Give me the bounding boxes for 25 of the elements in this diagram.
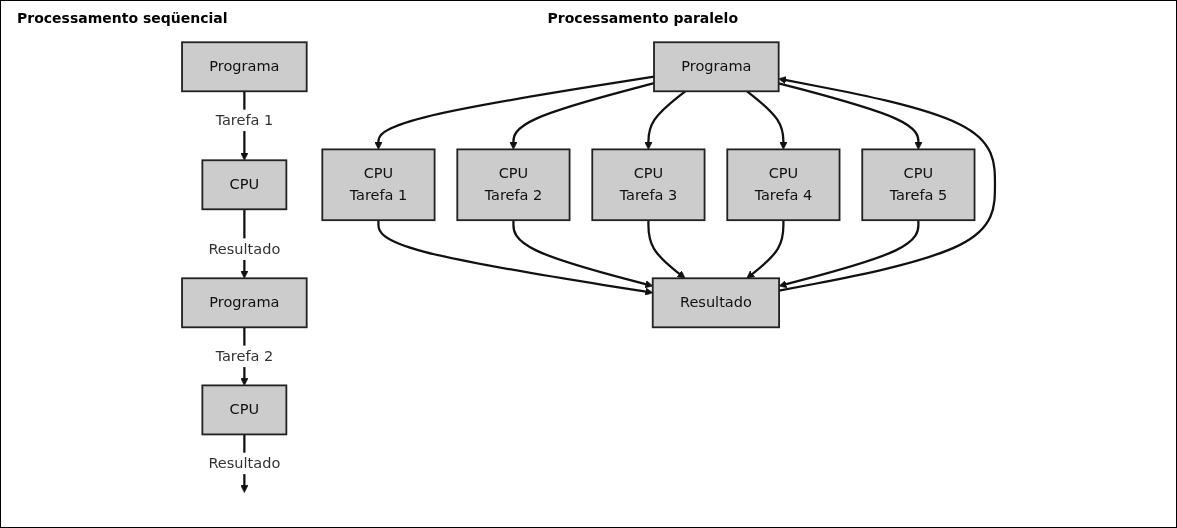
arrow (509, 82, 655, 150)
node-box: CPU Tarefa 4 (726, 148, 841, 222)
arrow (778, 82, 923, 150)
node-box: CPU Tarefa 5 (861, 148, 976, 222)
arrow (746, 220, 785, 279)
edge-label: Tarefa 1 (215, 111, 274, 129)
node-box: Programa (181, 41, 308, 93)
node-box: CPU Tarefa 2 (456, 148, 571, 222)
arrow (647, 220, 686, 279)
node-box: CPU (201, 384, 288, 436)
arrow (746, 90, 788, 150)
arrow (778, 76, 997, 292)
node-box: CPU (201, 159, 288, 211)
section-heading: Processamento paralelo (547, 10, 738, 26)
node-box: Resultado (651, 277, 780, 329)
node-box: Programa (653, 41, 780, 93)
edge-label: Resultado (208, 454, 281, 472)
section-heading: Processamento seqüencial (17, 10, 228, 26)
arrow (644, 90, 686, 150)
edge-label: Tarefa 2 (215, 347, 274, 365)
edge-label: Resultado (208, 240, 281, 258)
arrow (374, 75, 655, 150)
node-box: Programa (181, 277, 308, 329)
node-box: CPU Tarefa 3 (591, 148, 706, 222)
node-box: CPU Tarefa 1 (321, 148, 436, 222)
